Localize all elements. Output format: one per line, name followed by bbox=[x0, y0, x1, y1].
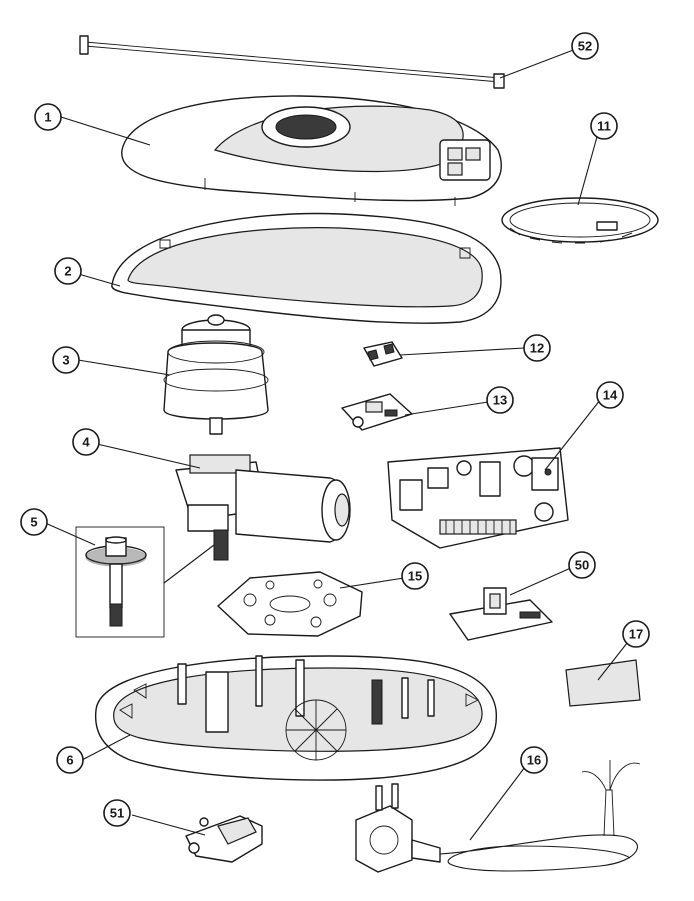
callout-label-17: 17 bbox=[629, 627, 643, 642]
part-51-bracket bbox=[185, 815, 263, 863]
callout-label-3: 3 bbox=[62, 353, 69, 368]
part-2-frame bbox=[111, 212, 502, 324]
callout-16: 16 bbox=[520, 746, 548, 774]
leader-lines bbox=[42, 48, 632, 841]
callout-14: 14 bbox=[596, 381, 624, 409]
callout-5: 5 bbox=[20, 508, 48, 536]
callout-label-4: 4 bbox=[82, 435, 90, 450]
callout-13: 13 bbox=[486, 386, 514, 414]
part-11-led-ring bbox=[501, 197, 659, 244]
callout-17: 17 bbox=[622, 620, 650, 648]
part-1-top-cover bbox=[121, 95, 502, 206]
callout-label-13: 13 bbox=[493, 393, 507, 408]
part-15-plate bbox=[217, 571, 363, 637]
part-17-sheet bbox=[565, 659, 641, 707]
callout-label-52: 52 bbox=[578, 39, 592, 54]
part-13-pcb bbox=[341, 393, 413, 431]
part-12-connector bbox=[363, 341, 403, 367]
part-50-power-pcb bbox=[449, 587, 553, 641]
callout-51: 51 bbox=[103, 799, 131, 827]
callout-label-1: 1 bbox=[44, 110, 51, 125]
callout-label-2: 2 bbox=[64, 264, 71, 279]
callout-50: 50 bbox=[568, 551, 596, 579]
callout-4: 4 bbox=[72, 428, 100, 456]
part-3-drum bbox=[163, 314, 269, 435]
callout-label-15: 15 bbox=[408, 569, 422, 584]
part-5-gear-shaft bbox=[75, 526, 215, 638]
callout-3: 3 bbox=[52, 346, 80, 374]
callout-label-11: 11 bbox=[597, 119, 611, 134]
callout-12: 12 bbox=[523, 334, 551, 362]
part-52-cable bbox=[79, 35, 505, 89]
callout-1: 1 bbox=[34, 103, 62, 131]
part-14-main-pcb bbox=[387, 447, 569, 549]
part-4-motor bbox=[175, 454, 351, 561]
callout-label-6: 6 bbox=[66, 753, 73, 768]
callout-label-16: 16 bbox=[527, 753, 541, 768]
callout-2: 2 bbox=[54, 257, 82, 285]
callout-label-51: 51 bbox=[110, 806, 124, 821]
part-16-power-cord bbox=[355, 760, 641, 873]
callout-label-12: 12 bbox=[530, 341, 544, 356]
callout-15: 15 bbox=[401, 562, 429, 590]
callout-label-5: 5 bbox=[30, 515, 37, 530]
callout-label-14: 14 bbox=[603, 388, 618, 403]
callout-label-50: 50 bbox=[575, 558, 589, 573]
callout-6: 6 bbox=[56, 746, 84, 774]
part-6-base bbox=[94, 655, 498, 781]
callout-11: 11 bbox=[590, 112, 618, 140]
callout-52: 52 bbox=[571, 32, 599, 60]
